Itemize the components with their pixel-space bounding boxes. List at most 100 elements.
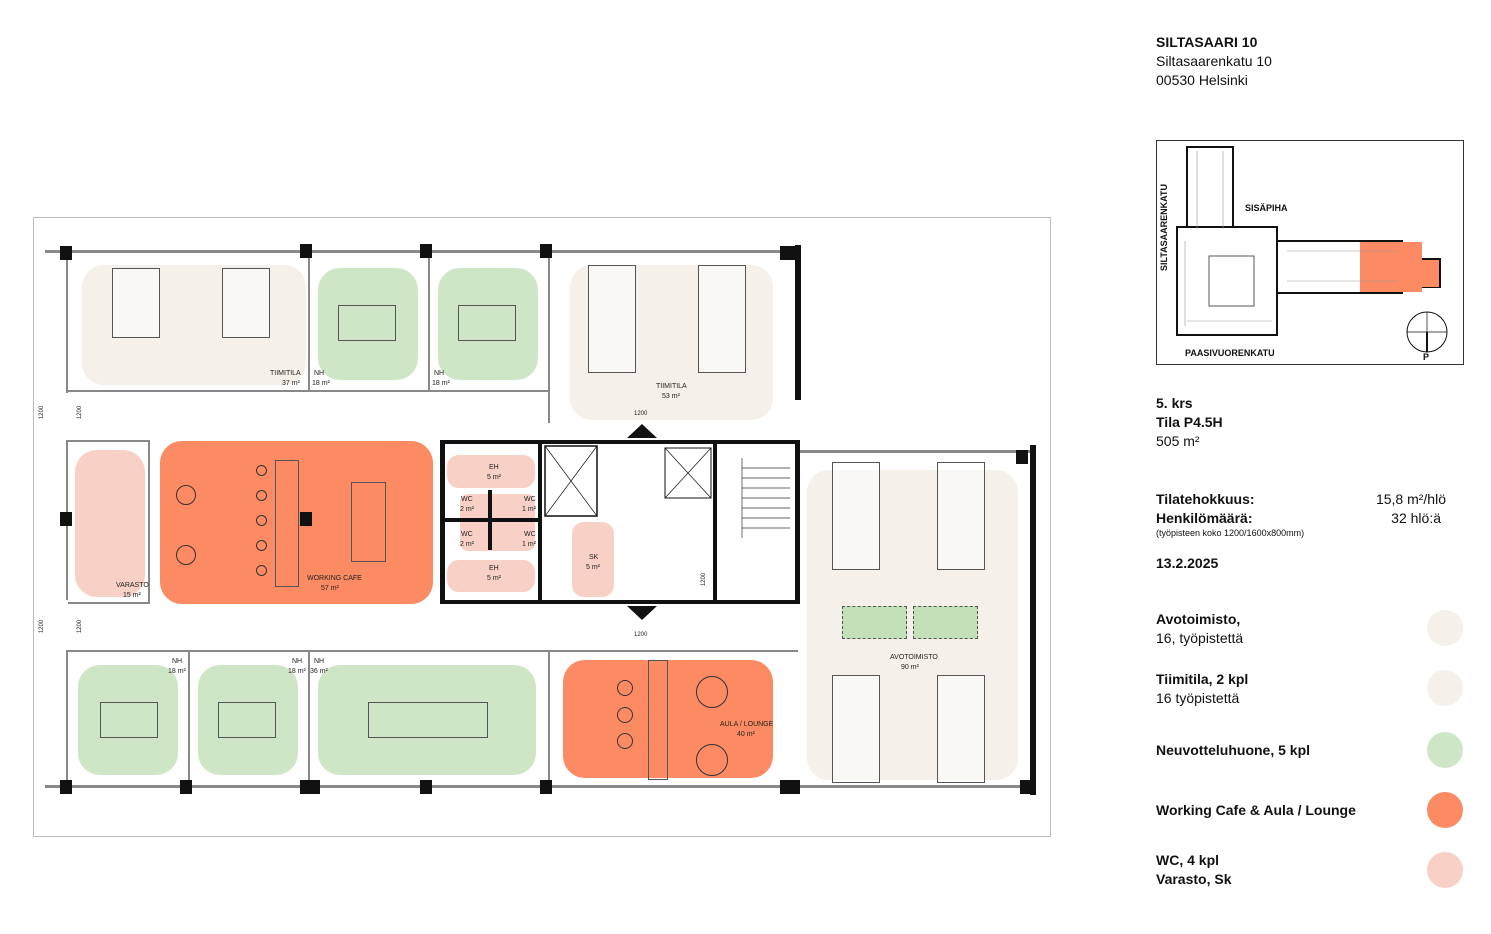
street-label-south: PAASIVUORENKATU [1185,348,1275,358]
wc-wall [445,518,540,522]
column [420,780,432,794]
room-area: 5 m² [487,575,501,582]
corridor-wall [68,650,798,652]
column [780,780,800,794]
wall [68,440,148,442]
wall [66,650,68,785]
column [60,246,72,260]
efficiency-label: Tilatehokkuus: [1156,491,1255,507]
legend-label: Neuvotteluhuone, 5 kpl [1156,742,1311,758]
desk-cluster [112,268,160,338]
room-name: VARASTO [116,582,149,589]
round-table [176,485,196,505]
entrance-arrow-icon [627,606,657,620]
wall [548,652,550,785]
key-map: SILTASAARENKATU SISÄPIHA PAASIVUORENKATU… [1156,140,1464,365]
column [1020,780,1036,794]
column [300,512,312,526]
core-wall-bottom [440,600,800,604]
room-name: EH [489,464,499,471]
column [60,780,72,794]
room-name: AVOTOIMISTO [890,654,938,661]
chair [617,680,633,696]
wall [148,440,150,604]
wall [188,652,190,785]
floor-level: 5. krs [1156,395,1193,411]
column [180,780,192,794]
room-name: SK [589,554,599,561]
city: 00530 Helsinki [1156,72,1248,88]
core-wall [713,440,717,604]
round-table [696,676,728,708]
sofa [648,660,668,780]
room-area: 1 m² [522,541,536,548]
chair [256,565,267,576]
round-table [696,744,728,776]
legend-swatch [1427,852,1463,888]
room-area: 18 m² [168,668,186,675]
facade-east-top [800,450,1035,453]
room-area: 18 m² [288,668,306,675]
corridor-wall [68,390,548,392]
bar-counter [275,460,299,587]
wall-east [1030,445,1036,795]
room-name: WORKING CAFE [307,575,362,582]
room-area: 90 m² [901,664,919,671]
meeting-table [458,305,516,341]
room-area: 57 m² [321,585,339,592]
floor-area: 505 m² [1156,433,1200,449]
column [1016,450,1028,464]
zone-sk [572,522,614,597]
desk-cluster [222,268,270,338]
legend-label: Tiimitila, 2 kpl [1156,671,1249,687]
zone-nh-3 [78,665,178,775]
wall [428,253,430,390]
lounge-pod [842,606,907,639]
zone-eh-1 [447,455,535,488]
room-area: 36 m² [310,668,328,675]
room-area: 37 m² [282,380,300,387]
room-name: NH [314,658,325,665]
street-address: Siltasaarenkatu 10 [1156,53,1272,69]
zone-working-cafe [160,441,433,604]
desk-cluster [832,675,880,783]
wc-wall [488,490,492,550]
desk-cluster [698,265,746,373]
courtyard-label: SISÄPIHA [1245,203,1288,213]
chair [617,707,633,723]
column [420,244,432,258]
desk-cluster [937,675,985,783]
room-name: NH [172,658,183,665]
core-wall [538,440,542,604]
zone-nh-5 [318,665,536,775]
people-value: 32 hlö:ä [1391,510,1441,526]
dimension-label: 1200 [77,405,84,420]
meeting-table [100,702,158,738]
zone-aula-lounge [563,660,773,778]
zone-eh-2 [447,560,535,592]
room-name: AULA / LOUNGE [720,721,774,728]
dimension-label: 1200 [39,619,46,634]
wall [308,253,310,390]
entrance-arrow-icon [627,424,657,438]
room-area: 40 m² [737,731,755,738]
site-plan [1176,146,1448,353]
people-label: Henkilömäärä: [1156,510,1253,526]
building-name: SILTASAARI 10 [1156,34,1258,50]
legend-sublabel: Varasto, Sk [1156,871,1232,887]
room-name: WC [524,496,536,503]
wall [548,253,550,423]
dimension-label: 1200 [634,632,648,638]
chair [256,465,267,476]
floor-plan: TIIMITILA 37 m² NH 18 m² NH 18 m² TIIMIT… [39,244,1036,795]
core-wall-top [440,440,800,444]
chair [256,540,267,551]
legend-swatch [1427,732,1463,768]
legend-swatch [1427,792,1463,828]
zone-nh-2 [438,268,538,380]
chair [256,515,267,526]
room-area: 5 m² [487,474,501,481]
column [60,512,72,526]
floor-plan-frame [33,217,1051,837]
street-label-west: SILTASAARENKATU [1159,184,1169,271]
